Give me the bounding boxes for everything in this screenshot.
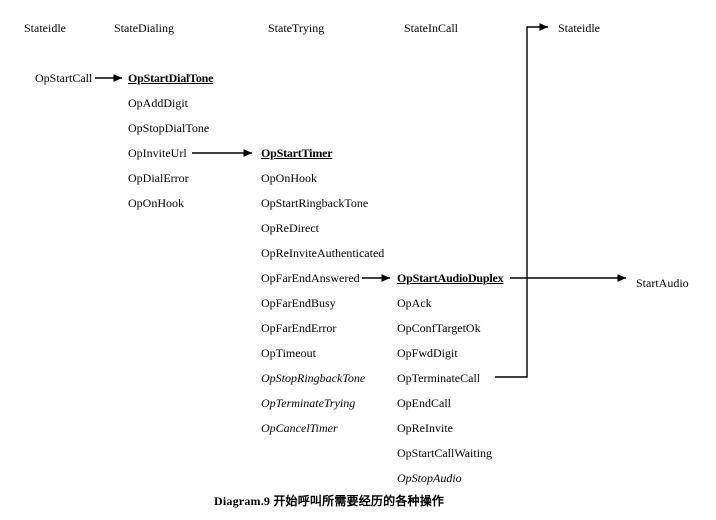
column-header-state-idle: Stateidle <box>24 21 66 35</box>
operation-item: OpFwdDigit <box>397 346 458 360</box>
column-header-state-trying: StateTrying <box>268 21 325 35</box>
operation-item: OpStopDialTone <box>128 121 210 135</box>
operation-item-optional: OpStopRingbackTone <box>261 371 366 385</box>
operation-item: OpStartCall <box>35 71 93 85</box>
operation-item: OpOnHook <box>261 171 317 185</box>
operation-item: OpTerminateCall <box>397 371 481 385</box>
operation-item-optional: OpStopAudio <box>397 471 462 485</box>
column-header-state-in-call: StateInCall <box>404 21 458 35</box>
operation-item: OpStartRingbackTone <box>261 196 369 210</box>
operation-item: OpDialError <box>128 171 189 185</box>
operation-item: OpFarEndBusy <box>261 296 336 310</box>
diagram-caption: Diagram.9 开始呼叫所需要经历的各种操作 <box>214 494 445 508</box>
operation-item-head: OpStartDialTone <box>128 71 214 85</box>
operation-item: OpFarEndError <box>261 321 337 335</box>
external-label-state-idle-return: Stateidle <box>558 21 600 35</box>
operation-item: OpConfTargetOk <box>397 321 481 335</box>
operation-item: OpEndCall <box>397 396 451 410</box>
column-header-state-dialing: StateDialing <box>114 21 174 35</box>
operation-item-head: OpStartTimer <box>261 146 333 160</box>
operation-item: OpAddDigit <box>128 96 188 110</box>
operation-item-head: OpStartAudioDuplex <box>397 271 504 285</box>
operation-item: OpAck <box>397 296 432 310</box>
operation-item: OpFarEndAnswered <box>261 271 360 285</box>
operation-item: OpReInvite <box>397 421 453 435</box>
operation-item: OpInviteUrl <box>128 146 187 160</box>
operation-item: OpTimeout <box>261 346 316 360</box>
operation-item: OpReInviteAuthenticated <box>261 246 385 260</box>
operation-item: OpOnHook <box>128 196 184 210</box>
operation-item: OpReDirect <box>261 221 319 235</box>
operation-item-optional: OpCancelTimer <box>261 421 338 435</box>
connector-opterminatecall-to-stateidle <box>495 23 548 378</box>
operation-item: OpStartCallWaiting <box>397 446 493 460</box>
external-label-start-audio: StartAudio <box>636 276 689 290</box>
operation-item-optional: OpTerminateTrying <box>261 396 356 410</box>
